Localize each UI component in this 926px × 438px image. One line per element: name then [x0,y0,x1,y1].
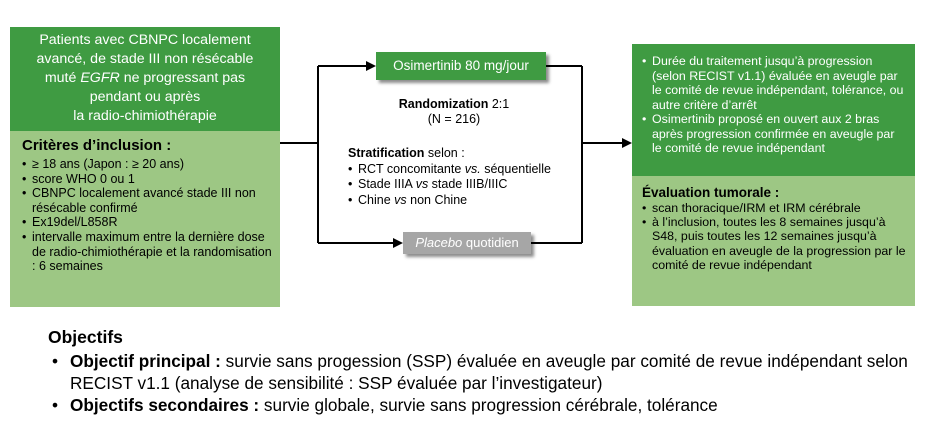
gene-name: EGFR [80,70,120,86]
stratification-suffix: selon : [424,146,465,160]
strat-text: Stade IIIA [358,177,416,191]
stratification-item: RCT concomitante vs. séquentielle [348,162,598,178]
strat-text: séquentielle [480,161,551,176]
randomization-block: Randomization 2:1 (N = 216) [349,97,559,127]
stratification-heading: Stratification selon : [348,146,598,162]
strat-vs: vs. [464,161,481,176]
treatment-outcome-list: Durée du traitement jusqu’à progression … [642,54,907,156]
patients-text: ne progressant pas [119,70,246,86]
evaluation-title: Évaluation tumorale : [642,185,780,200]
inclusion-criteria-box: Critères d’inclusion : ≥ 18 ans (Japon :… [10,131,280,307]
criteria-item: intervalle maximum entre la dernière dos… [22,230,272,274]
patients-line: avancé, de stade III non résécable [36,51,254,67]
patients-text: muté [44,70,81,86]
randomization-ratio: 2:1 [488,97,510,111]
criteria-item: score WHO 0 ou 1 [22,172,272,187]
arrowhead-placebo [393,238,403,248]
inclusion-criteria-list: ≥ 18 ans (Japon : ≥ 20 ans) score WHO 0 … [22,157,272,274]
objectives-section: Objectifs Objectif principal : survie sa… [48,326,918,416]
stratification-label: Stratification [348,146,425,160]
arrowhead-osimertinib [366,61,376,71]
tumor-evaluation-box: Évaluation tumorale : scan thoracique/IR… [632,176,915,306]
objectives-title: Objectifs [48,327,123,347]
stratification-block: Stratification selon : RCT concomitante … [348,146,598,208]
stratification-item: Chine vs non Chine [348,193,598,209]
outcome-item: Osimertinib proposé en ouvert aux 2 bras… [642,112,907,156]
strat-vs: vs [394,192,407,207]
strat-vs: vs [415,177,429,191]
outcome-item: Durée du traitement jusqu’à progression … [642,54,907,112]
criteria-item: ≥ 18 ans (Japon : ≥ 20 ans) [22,157,272,172]
strat-text: non Chine [406,192,468,207]
patients-line: pendant ou après [89,89,201,105]
evaluation-item: scan thoracique/IRM et IRM cérébrale [642,201,909,215]
criteria-item: CBNPC localement avancé stade III non ré… [22,186,272,215]
objective-secondary: Objectifs secondaires : survie globale, … [48,394,918,416]
objective-primary: Objectif principal : survie sans progess… [48,350,918,394]
strat-text: stade IIIB/IIIC [428,177,508,191]
objectives-list: Objectif principal : survie sans progess… [48,350,918,416]
objective-primary-text: survie sans progession (SSP) évaluée en … [70,351,908,393]
strat-text: RCT concomitante [358,161,465,176]
strat-text: Chine [358,192,395,207]
arrowhead-outcome [622,138,632,148]
patients-line: Patients avec CBNPC localement [39,32,251,48]
treatment-outcome-box: Durée du traitement jusqu’à progression … [632,44,915,176]
placebo-rest: quotidien [462,235,519,250]
placebo-word: Placebo [415,235,463,250]
inclusion-criteria-title: Critères d’inclusion : [22,137,172,154]
patients-line: muté EGFR ne progressant pas [16,69,274,88]
objective-secondary-label: Objectifs secondaires : [70,395,260,415]
randomization-line: Randomization 2:1 [349,97,559,112]
stratification-list: RCT concomitante vs. séquentielle Stade … [348,162,598,209]
randomization-n: (N = 216) [427,112,481,126]
stratification-item: Stade IIIA vs stade IIIB/IIIC [348,177,598,193]
evaluation-list: scan thoracique/IRM et IRM cérébrale à l… [642,201,909,272]
patient-population-box: Patients avec CBNPC localement avancé, d… [10,27,280,131]
randomization-label: Randomization [398,97,489,111]
evaluation-item: à l’inclusion, toutes les 8 semaines jus… [642,215,909,272]
criteria-item: Ex19del/L858R [22,215,272,230]
osimertinib-arm-box: Osimertinib 80 mg/jour [376,52,546,80]
objective-primary-label: Objectif principal : [70,351,221,371]
objective-secondary-text: survie globale, survie sans progression … [259,395,718,415]
placebo-arm-box: Placebo quotidien [403,232,531,254]
patients-line: la radio-chimiothérapie [73,108,217,124]
